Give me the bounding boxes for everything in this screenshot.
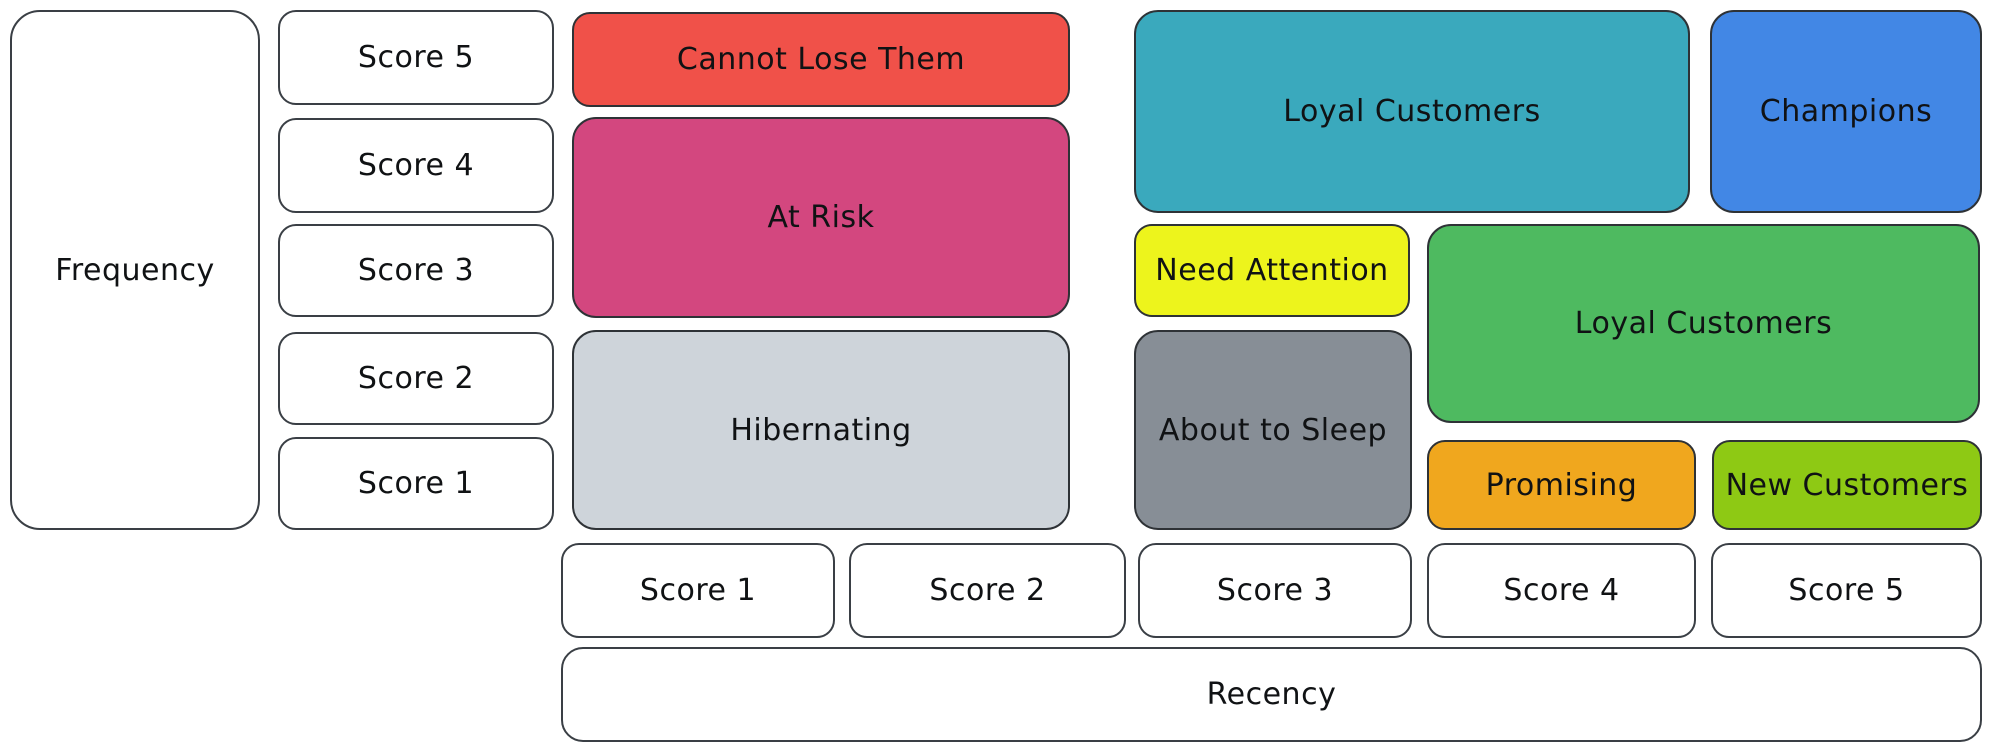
segment-cannot-lose-them: Cannot Lose Them bbox=[572, 12, 1070, 107]
recency-score-2: Score 2 bbox=[849, 543, 1126, 638]
frequency-score-1: Score 1 bbox=[278, 437, 554, 530]
frequency-score-3: Score 3 bbox=[278, 224, 554, 317]
segment-at-risk: At Risk bbox=[572, 117, 1070, 318]
recency-score-1: Score 1 bbox=[561, 543, 835, 638]
segment-hibernating: Hibernating bbox=[572, 330, 1070, 530]
frequency-axis-label: Frequency bbox=[10, 10, 260, 530]
segment-loyal-customers-freq-4-5: Loyal Customers bbox=[1134, 10, 1690, 213]
segment-champions: Champions bbox=[1710, 10, 1982, 213]
segment-loyal-customers-freq-2-3: Loyal Customers bbox=[1427, 224, 1980, 423]
frequency-score-2: Score 2 bbox=[278, 332, 554, 425]
recency-score-5: Score 5 bbox=[1711, 543, 1982, 638]
segment-need-attention: Need Attention bbox=[1134, 224, 1410, 317]
segment-new-customers: New Customers bbox=[1712, 440, 1982, 530]
recency-axis-label: Recency bbox=[561, 647, 1982, 742]
recency-score-3: Score 3 bbox=[1138, 543, 1412, 638]
segment-about-to-sleep: About to Sleep bbox=[1134, 330, 1412, 530]
frequency-score-4: Score 4 bbox=[278, 118, 554, 213]
frequency-score-5: Score 5 bbox=[278, 10, 554, 105]
recency-score-4: Score 4 bbox=[1427, 543, 1696, 638]
segment-promising: Promising bbox=[1427, 440, 1696, 530]
